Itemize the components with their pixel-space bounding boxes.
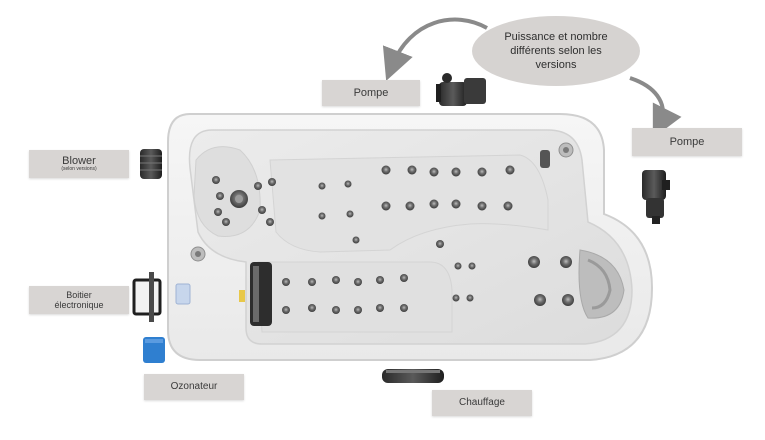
blower-device — [140, 149, 162, 179]
jet — [282, 278, 290, 286]
jet — [381, 165, 391, 175]
jet — [466, 294, 474, 302]
arrow-to-pompe-top — [382, 17, 488, 81]
pompe-right-label-text: Pompe — [669, 135, 705, 148]
jet — [354, 278, 362, 286]
blower-label: Blower (selon versions) — [29, 150, 129, 178]
chauffage-device — [382, 369, 444, 383]
versions-note-bubble: Puissance et nombre différents selon les… — [472, 16, 640, 86]
jet — [308, 304, 316, 312]
jet — [214, 208, 222, 216]
jet — [318, 182, 326, 190]
pompe-top-label: Pompe — [322, 80, 420, 106]
jet — [354, 306, 362, 314]
ozonateur-device — [143, 337, 165, 363]
jet — [477, 201, 487, 211]
jet — [429, 167, 439, 177]
jet — [216, 192, 224, 200]
jet — [332, 276, 340, 284]
pompe-top-device — [436, 73, 486, 106]
jet — [400, 304, 408, 312]
jet — [258, 206, 266, 214]
boitier-device — [132, 272, 162, 322]
blower-note-text: (selon versions) — [61, 166, 97, 173]
versions-note-text: Puissance et nombre différents selon les… — [504, 30, 608, 72]
jet — [429, 199, 439, 209]
jet — [266, 218, 274, 226]
jet — [451, 167, 461, 177]
chauffage-label-text: Chauffage — [459, 397, 505, 409]
jet — [376, 304, 384, 312]
pompe-top-label-text: Pompe — [353, 86, 389, 99]
ozonateur-label: Ozonateur — [144, 374, 244, 400]
jet — [400, 274, 408, 282]
ozonateur-label-text: Ozonateur — [170, 381, 218, 393]
jet — [212, 176, 220, 184]
jet — [376, 276, 384, 284]
jet — [528, 256, 540, 268]
jets-group — [212, 165, 574, 314]
jet — [407, 165, 417, 175]
boitier-label: Boitier électronique — [29, 286, 129, 314]
jet — [352, 236, 360, 244]
boitier-label-line2: électronique — [54, 300, 104, 310]
pompe-right-device — [642, 170, 670, 224]
jet — [268, 178, 276, 186]
jet — [468, 262, 476, 270]
arrow-to-pompe-right — [629, 76, 682, 139]
jet — [452, 294, 460, 302]
jet — [454, 262, 462, 270]
spa-tub — [167, 113, 654, 361]
jet — [254, 182, 262, 190]
jet — [308, 278, 316, 286]
jet — [332, 306, 340, 314]
jet — [451, 199, 461, 209]
blower-label-text: Blower — [62, 154, 96, 167]
jet — [436, 240, 444, 248]
jet — [282, 306, 290, 314]
jet — [318, 212, 326, 220]
jet — [505, 165, 515, 175]
jet — [560, 256, 572, 268]
chauffage-label: Chauffage — [432, 390, 532, 416]
jet — [477, 167, 487, 177]
jet — [503, 201, 513, 211]
jet — [405, 201, 415, 211]
jet — [346, 210, 354, 218]
jet — [344, 180, 352, 188]
boitier-label-line1: Boitier — [66, 289, 92, 300]
jet — [381, 201, 391, 211]
jet — [222, 218, 230, 226]
jet — [534, 294, 546, 306]
jet — [562, 294, 574, 306]
pompe-right-label: Pompe — [632, 128, 742, 156]
